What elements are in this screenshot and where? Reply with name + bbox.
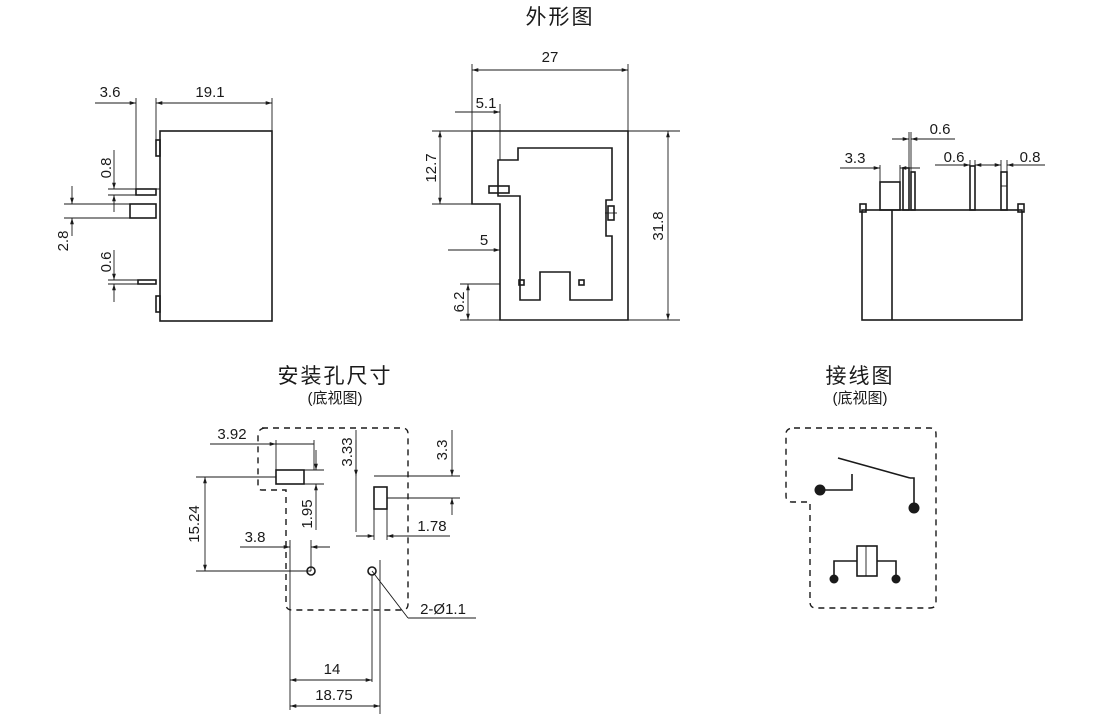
pad-coil-1 — [275, 469, 305, 485]
mounting-title: 安装孔尺寸 — [278, 365, 393, 388]
dim-3-92: 3.92 — [217, 426, 246, 443]
dim-3-8: 3.8 — [245, 529, 266, 546]
top-view: 27 5.1 12.7 5 6.2 31.8 — [423, 49, 680, 321]
switch-arm — [837, 457, 911, 479]
dim-12-7: 12.7 — [423, 153, 440, 182]
contact-no — [908, 502, 920, 514]
dim-6-2: 6.2 — [451, 292, 468, 313]
dim-19-1: 19.1 — [195, 84, 224, 101]
mounting-outline — [257, 427, 409, 611]
front-view-body — [861, 209, 1023, 321]
front-view: 3.3 0.6 0.6 0.8 — [840, 121, 1045, 321]
wiring-diagram — [785, 427, 937, 609]
top-view-body — [471, 130, 629, 321]
dim-0-8-front: 0.8 — [1020, 149, 1041, 166]
wiring-subtitle: (底视图) — [833, 390, 888, 407]
dim-0-8: 0.8 — [98, 158, 115, 179]
dim-1-95: 1.95 — [299, 499, 316, 528]
side-view-body — [159, 130, 273, 322]
wiring-outline — [785, 427, 937, 609]
top-view-slot — [488, 185, 510, 194]
dim-5-1: 5.1 — [476, 95, 497, 112]
dim-3-3: 3.3 — [845, 150, 866, 167]
dim-27: 27 — [542, 49, 559, 66]
side-view: 3.6 19.1 0.8 2.8 0.6 — [55, 84, 273, 322]
coil — [856, 545, 878, 577]
dim-31-8: 31.8 — [650, 211, 667, 240]
dim-3-6: 3.6 — [100, 84, 121, 101]
dim-15-24: 15.24 — [186, 505, 203, 543]
top-view-inner-outline — [497, 147, 613, 301]
dim-3-3-holes: 3.3 — [434, 440, 451, 461]
dim-1-78: 1.78 — [417, 518, 446, 535]
dim-14: 14 — [324, 661, 341, 678]
pad-contact — [373, 486, 388, 510]
dim-2-8: 2.8 — [55, 231, 72, 252]
dim-3-33: 3.33 — [339, 437, 356, 466]
side-view-pins — [129, 188, 160, 285]
dim-0-6: 0.6 — [98, 252, 115, 273]
mounting-subtitle: (底视图) — [308, 390, 363, 407]
mounting-holes-view: 3.92 3.33 3.3 15.24 1.95 1.78 3.8 — [186, 426, 476, 714]
wiring-title: 接线图 — [826, 365, 895, 388]
coil-terminal-1 — [829, 574, 839, 584]
dim-0-6-top: 0.6 — [930, 121, 951, 138]
dim-hole-callout: 2-Ø1.1 — [420, 601, 466, 618]
dim-5: 5 — [480, 232, 488, 249]
dim-0-6-second: 0.6 — [944, 149, 965, 166]
outline-title: 外形图 — [526, 6, 595, 29]
coil-terminal-2 — [891, 574, 901, 584]
dim-18-75: 18.75 — [315, 687, 353, 704]
front-view-pins — [879, 165, 1008, 211]
